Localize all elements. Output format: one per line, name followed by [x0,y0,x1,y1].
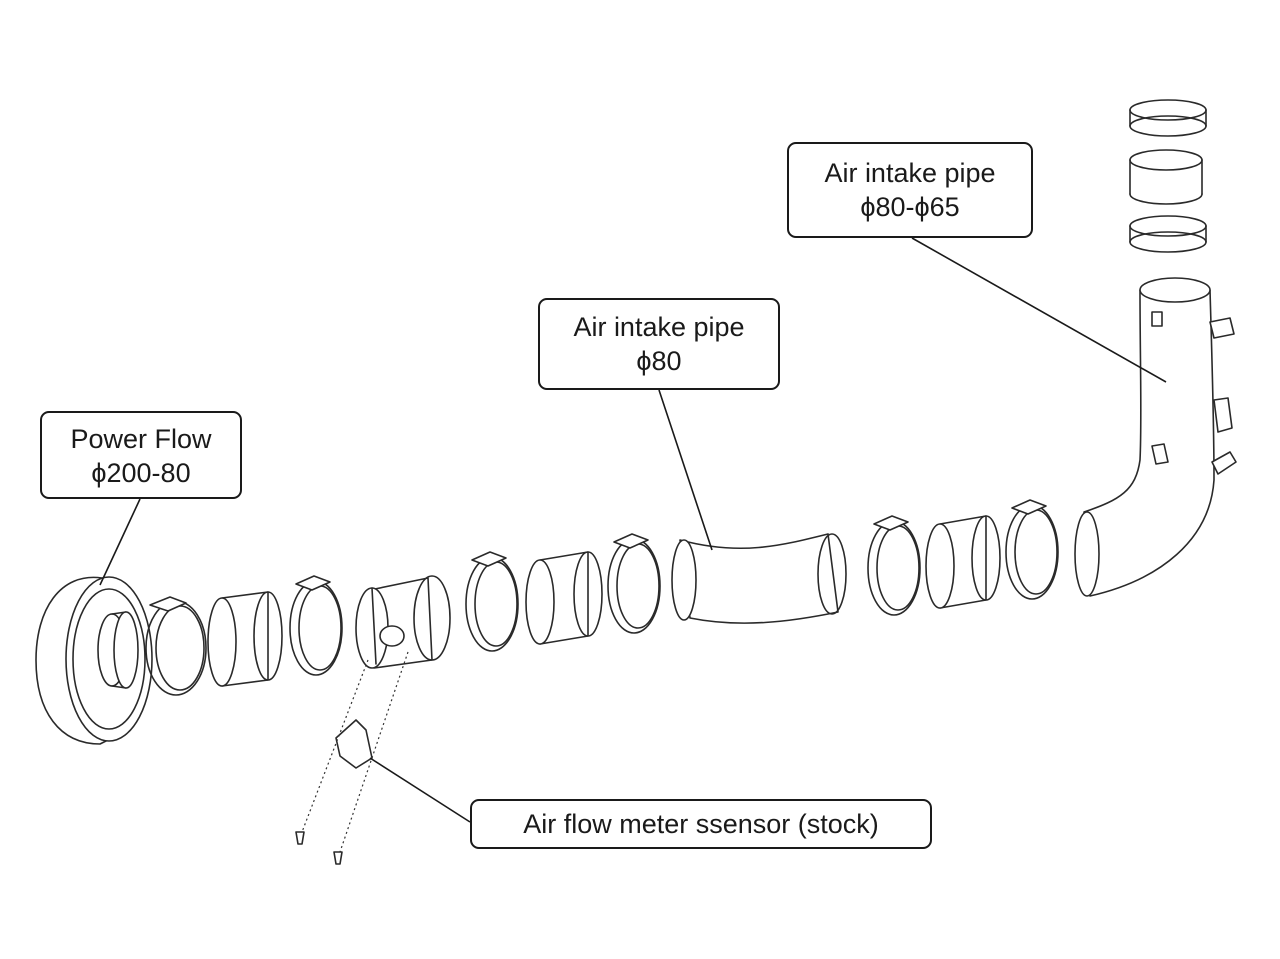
hose-clamp-1 [145,596,207,696]
silicone-coupler-1 [207,591,283,687]
air-flow-meter-sensor [295,651,409,865]
callout-air-flow-meter-name: Air flow meter ssensor (stock) [523,809,879,839]
air-intake-pipe-80 [671,533,847,624]
leader-lines [99,237,1167,823]
callout-air-intake-pipe-80-size: ϕ80 [636,346,682,376]
hose-clamp-3 [465,551,519,652]
hose-clamp-4 [607,533,661,634]
callout-air-flow-meter: Air flow meter ssensor (stock) [470,799,932,849]
top-clamp-lower [1129,215,1207,253]
callout-power-flow: Power Flow ϕ200-80 [40,411,242,499]
air-flow-meter-housing [355,575,451,669]
callout-power-flow-size: ϕ200-80 [91,458,191,488]
hose-clamp-2 [289,575,343,676]
hose-clamp-6 [1005,499,1059,600]
callout-air-intake-pipe-80-65: Air intake pipe ϕ80-ϕ65 [787,142,1033,238]
callout-air-intake-pipe-80-name: Air intake pipe [573,312,745,342]
air-intake-pipe-80-65 [1074,277,1237,597]
hose-clamp-5 [867,515,921,616]
callout-air-intake-pipe-80-65-name: Air intake pipe [824,158,996,188]
callout-air-intake-pipe-80-65-size: ϕ80-ϕ65 [860,192,960,222]
power-flow-filter [35,576,153,745]
top-clamp-upper [1129,99,1207,137]
silicone-coupler-2 [525,551,603,645]
callout-power-flow-name: Power Flow [70,424,212,454]
silicone-coupler-3 [925,515,1001,609]
callout-air-intake-pipe-80: Air intake pipe ϕ80 [538,298,780,390]
top-coupler [1129,149,1203,205]
